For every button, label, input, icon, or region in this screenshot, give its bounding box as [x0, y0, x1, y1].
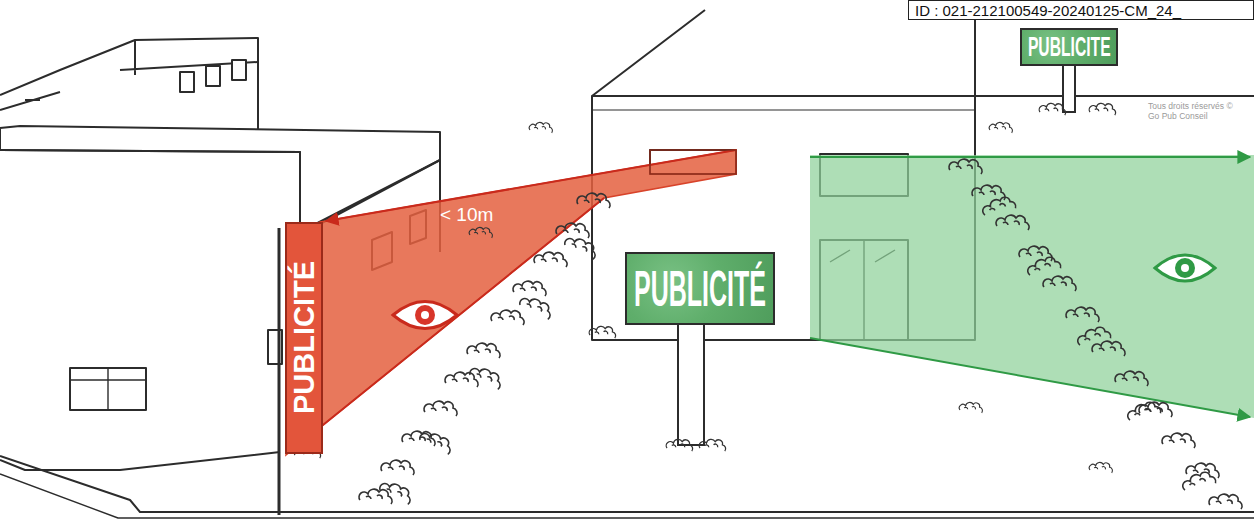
bush — [1039, 103, 1065, 115]
bush — [1043, 276, 1076, 291]
green-sight-area — [810, 155, 1254, 418]
bush — [513, 281, 546, 296]
bush — [1115, 371, 1148, 386]
eye-symbol — [393, 302, 457, 329]
bush — [445, 372, 478, 387]
bush — [378, 479, 414, 504]
bush — [1180, 469, 1216, 494]
sign-post — [678, 325, 704, 445]
curb-line — [0, 474, 1254, 518]
bush — [556, 223, 589, 238]
id-box: ID : 021-212100549-20240125-CM_24_ — [908, 0, 1254, 20]
sight-arrow — [810, 338, 1250, 417]
sign-text: PUBLICITE — [1028, 34, 1111, 61]
bush — [949, 159, 982, 174]
building-outline — [0, 38, 258, 140]
sign-text: PUBLICITÉ — [290, 261, 319, 414]
bush — [1092, 341, 1125, 356]
bush — [1089, 462, 1112, 472]
window — [70, 368, 146, 410]
eye-iris — [1175, 258, 1195, 278]
building-outline — [592, 109, 975, 110]
bush — [467, 343, 500, 358]
sign-text: PUBLICITÉ — [634, 264, 766, 314]
building-outline — [0, 452, 280, 470]
banner-flag: PUBLICITÉ — [285, 222, 323, 454]
building-outline — [0, 150, 300, 232]
sign-text: ID : 021-212100549-20240125-CM_24_ — [915, 2, 1181, 19]
building-outline — [0, 92, 60, 110]
bush — [1125, 399, 1161, 424]
window — [180, 72, 194, 92]
bush — [959, 402, 982, 412]
bush — [699, 439, 725, 451]
bush — [469, 227, 492, 237]
building-outline — [592, 10, 975, 96]
flag-pole — [278, 228, 281, 515]
window — [650, 150, 736, 174]
bush — [989, 122, 1012, 132]
bush — [1075, 324, 1111, 349]
bush — [1162, 433, 1195, 448]
curb-line — [0, 456, 1254, 512]
bush — [980, 194, 1016, 219]
bush — [1209, 494, 1242, 509]
bush — [381, 460, 414, 475]
bush — [424, 401, 457, 416]
dimension-label: < 10m — [440, 204, 493, 226]
bush — [518, 294, 554, 319]
billboard-sign: PUBLICITE — [1020, 28, 1118, 66]
eye-pupil — [1181, 264, 1189, 272]
buildings — [0, 10, 1254, 518]
building-roof — [0, 126, 440, 224]
window-frame — [70, 368, 146, 410]
window — [232, 60, 246, 80]
sight-arrow — [326, 150, 736, 221]
sign-post — [1063, 66, 1075, 112]
bush — [1025, 254, 1061, 279]
bush — [972, 185, 1005, 200]
bush — [563, 234, 599, 259]
building-outline — [975, 95, 1254, 97]
billboard-sign: PUBLICITÉ — [625, 252, 775, 325]
bush — [418, 429, 454, 454]
bushes — [294, 103, 1242, 509]
bush — [529, 122, 552, 132]
eye-symbol — [1155, 255, 1215, 281]
watermark: Tous droits réservés © Go Pub Conseil — [1148, 102, 1243, 122]
sight-arrow — [810, 156, 1250, 158]
bush — [996, 215, 1029, 230]
sight-arrow — [292, 198, 604, 450]
bush — [491, 310, 524, 325]
eye-pupil — [421, 311, 429, 319]
bush — [1186, 463, 1219, 478]
bush — [468, 364, 504, 389]
bush — [1089, 103, 1115, 115]
allowed-zone — [810, 155, 1254, 418]
bush — [1066, 307, 1099, 322]
bush — [577, 193, 610, 208]
eye-iris — [415, 305, 435, 325]
bush — [534, 252, 567, 267]
window — [206, 66, 220, 86]
bush — [359, 489, 392, 504]
bush — [589, 326, 615, 338]
bush — [666, 439, 692, 451]
bush — [402, 431, 435, 446]
